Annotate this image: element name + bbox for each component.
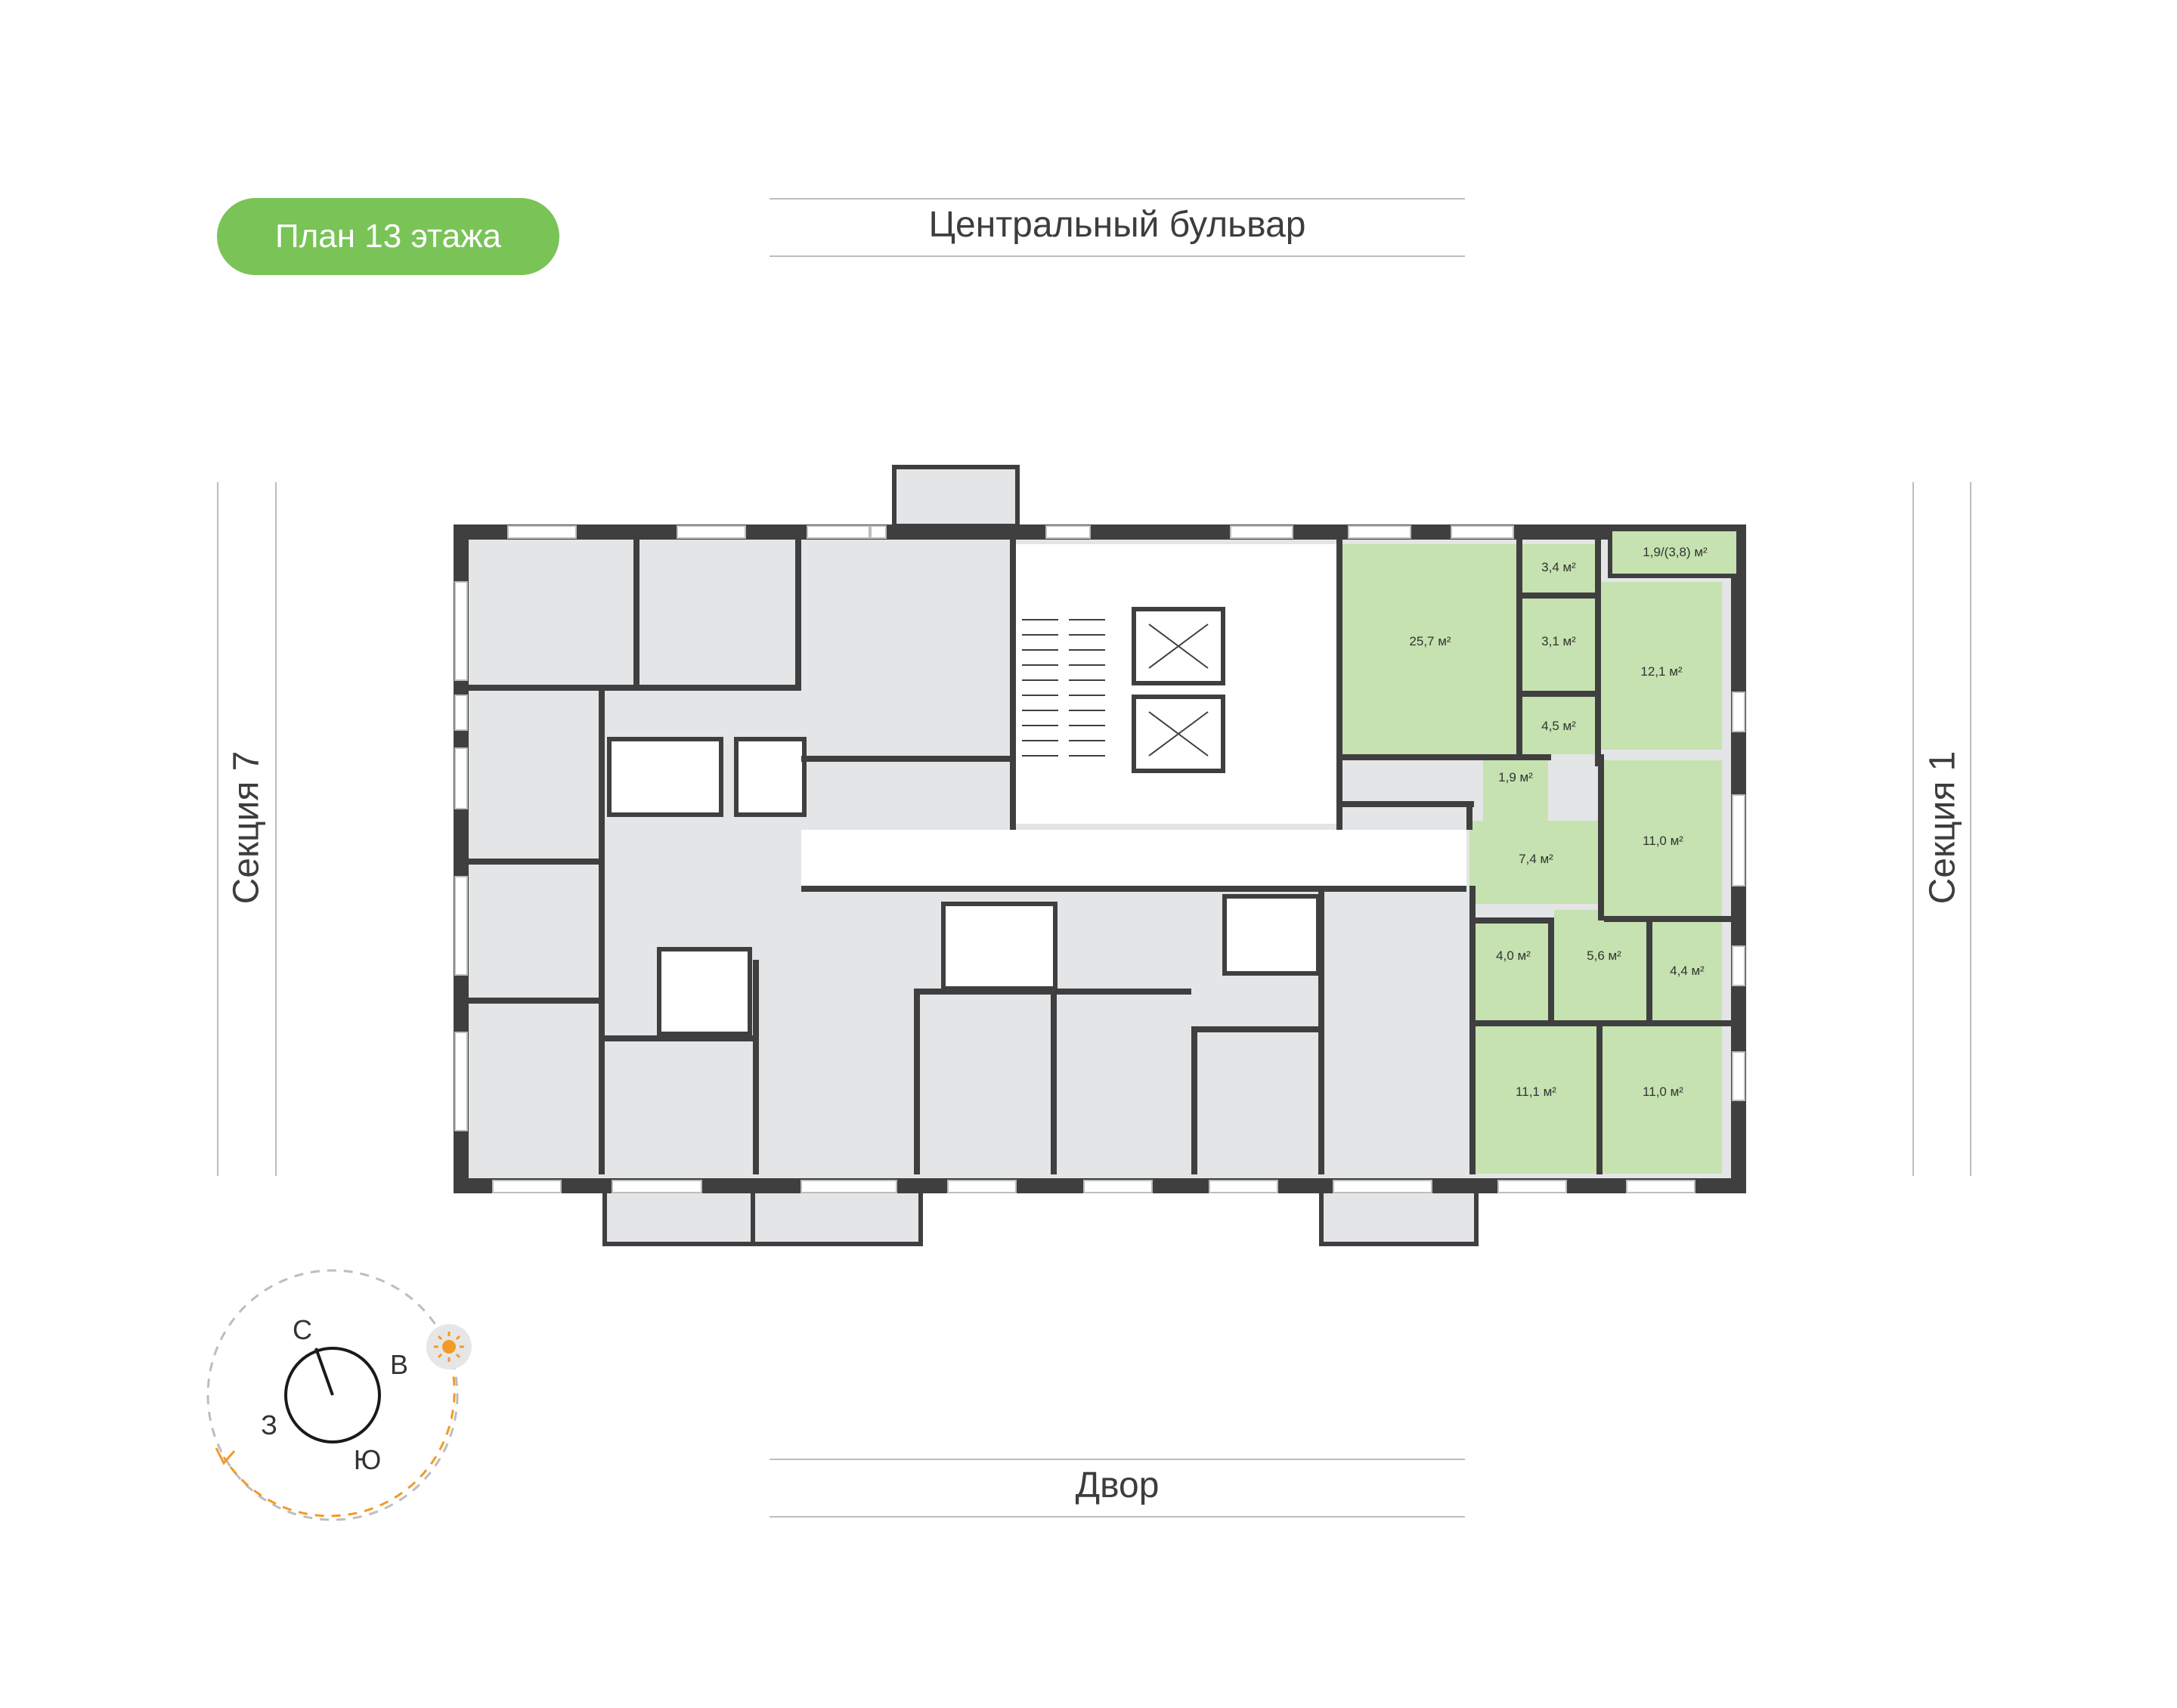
floor-plan-group: [454, 465, 1746, 1246]
apt-bedroom-se: [1603, 1026, 1722, 1174]
balcony-south-1: [602, 1187, 755, 1246]
sun-rays: [434, 1332, 464, 1362]
room-w-1: [473, 691, 599, 859]
sun-path-arrow: [215, 1447, 236, 1465]
area-label-living: 25,7 м²: [1409, 634, 1451, 648]
bathroom-s-2: [1222, 894, 1321, 976]
room-s-1: [605, 1041, 747, 1174]
area-label-bedroom-ne: 12,1 м²: [1640, 664, 1682, 679]
interior-walls: [469, 540, 1731, 1174]
floor-title: План 13 этажа: [275, 218, 501, 255]
north-line-bottom: [770, 255, 1465, 257]
sun-path-arc: [222, 1360, 456, 1518]
bathroom-w-1: [607, 737, 723, 817]
area-label-hall: 7,4 м²: [1519, 852, 1553, 866]
area-labels: 25,7 м² 3,4 м² 1,9/(3,8) м² 3,1 м² 12,1 м² 4,…: [1409, 545, 1708, 1099]
west-line-right: [275, 482, 277, 1176]
east-line-left: [1912, 482, 1914, 1176]
east-line-right: [1970, 482, 1971, 1176]
room-s-5: [1197, 1032, 1315, 1174]
sun-icon: [442, 1340, 456, 1354]
north-street-label: Центральный бульвар: [928, 205, 1306, 245]
apt-storage: [1522, 544, 1595, 593]
compass-north: С: [293, 1314, 312, 1345]
room-nw-2: [639, 544, 795, 685]
area-label-corridor-2: 5,6 м²: [1587, 948, 1621, 963]
area-label-bedroom-se: 11,0 м²: [1643, 1085, 1683, 1099]
balcony-south-2: [751, 1187, 923, 1246]
area-label-closet: 4,4 м²: [1670, 964, 1705, 978]
room-w-2: [473, 865, 599, 998]
north-line-top: [770, 198, 1465, 200]
compass-south: Ю: [354, 1444, 381, 1475]
bathroom-s-1: [941, 902, 1058, 991]
south-line-bottom: [770, 1516, 1465, 1518]
windows: [454, 525, 1745, 1193]
room-sw-1: [473, 1004, 599, 1174]
compass-west: З: [261, 1409, 277, 1440]
sun-orbit: [206, 1269, 459, 1521]
room-s-4: [1061, 995, 1187, 1174]
south-line-top: [770, 1459, 1465, 1460]
west-line-left: [217, 482, 218, 1176]
area-label-storage: 3,4 м²: [1541, 560, 1576, 574]
room-n-kitchen: [801, 544, 1010, 756]
bathroom-w-2: [734, 737, 807, 817]
apt-bedroom-ne: [1601, 582, 1722, 750]
apt-corridor-2: [1554, 910, 1646, 1020]
area-label-bedroom-sw: 11,1 м²: [1516, 1085, 1556, 1099]
bathroom-w-3: [657, 947, 752, 1036]
room-s-2: [759, 966, 914, 1174]
common-corridor: [801, 830, 1466, 886]
balcony-north-left: [892, 465, 1020, 528]
area-label-bath-1: 3,1 м²: [1541, 634, 1576, 648]
apt-bedroom-e: [1604, 760, 1722, 916]
apt-wc: [1483, 760, 1548, 828]
room-s-3: [921, 995, 1051, 1174]
apt-corridor-1: [1522, 697, 1595, 754]
area-label-bath-2: 4,0 м²: [1496, 948, 1531, 963]
room-s-6: [1324, 892, 1469, 1174]
area-label-bedroom-e: 11,0 м²: [1643, 834, 1683, 848]
compass-needle: [314, 1348, 334, 1396]
lift-crosses: [1148, 623, 1209, 757]
apt-balcony: [1608, 527, 1741, 578]
area-label-corridor-1: 4,5 м²: [1541, 719, 1576, 733]
compass: С В Ю З: [206, 1269, 472, 1521]
apt-bedroom-sw: [1476, 1026, 1596, 1174]
apt-bath-1: [1522, 599, 1595, 691]
area-label-wc: 1,9 м²: [1498, 770, 1533, 784]
stair-steps: [1022, 619, 1105, 757]
apt-closet: [1652, 922, 1722, 1020]
compass-east: В: [390, 1349, 408, 1380]
area-label-balcony: 1,9/(3,8) м²: [1643, 545, 1708, 559]
room-nw-1: [473, 544, 633, 685]
apt-living: [1342, 544, 1516, 754]
balcony-south-3: [1319, 1187, 1479, 1246]
apt-bath-2: [1476, 924, 1548, 1020]
south-yard-label: Двор: [1075, 1465, 1160, 1505]
floor-title-badge: План 13 этажа: [217, 198, 559, 275]
apt-hall: [1469, 821, 1598, 904]
